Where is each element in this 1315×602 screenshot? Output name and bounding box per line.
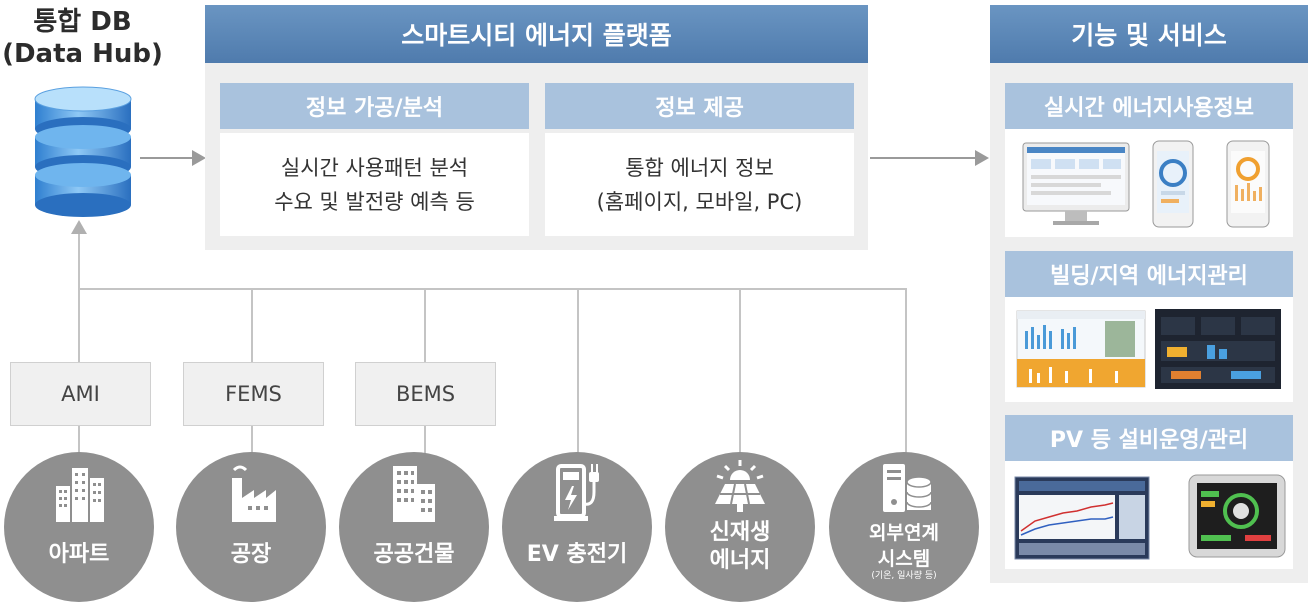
service-realtime-title: 실시간 에너지사용정보 [1005,83,1293,129]
system-fems: FEMS [183,362,324,426]
connector-fems-factory [251,424,253,458]
control-panels-icon [1014,474,1286,560]
provision-title: 정보 제공 [545,83,854,129]
source-label-line1: 외부연계 [869,522,939,544]
service-realtime-image [1005,129,1293,237]
source-apartment: 아파트 [4,452,154,602]
service-pv-title: PV 등 설비운영/관리 [1005,415,1293,461]
connector-horizontal-bus [78,288,907,290]
processing-body: 실시간 사용패턴 분석 수요 및 발전량 예측 등 [220,133,529,236]
apartment-icon [56,468,104,522]
platform-panel: 스마트시티 에너지 플랫폼 정보 가공/분석 실시간 사용패턴 분석 수요 및 … [205,5,868,250]
connector-db-vertical [78,232,80,362]
monitor-and-phones-icon [1022,140,1270,228]
platform-title: 스마트시티 에너지 플랫폼 [205,5,868,63]
source-label: 공공건물 [373,542,455,567]
dashboard-screens-icon [1016,309,1281,389]
server-database-icon [883,464,932,512]
source-label-line2: 에너지 [709,548,771,573]
provision-body: 통합 에너지 정보 (홈페이지, 모바일, PC) [545,133,854,236]
source-label-line2: 시스템 [877,548,931,570]
arrow-head-icon [975,150,989,166]
services-panel: 기능 및 서비스 실시간 에너지사용정보 [990,5,1308,583]
source-public-building: 공공건물 [339,452,489,602]
source-label: EV 충전기 [526,542,628,567]
connector-ami-apt [78,424,80,458]
source-label: 아파트 [48,542,110,567]
source-factory: 공장 [176,452,326,602]
service-building-title: 빌딩/지역 에너지관리 [1005,251,1293,297]
arrow-platform-to-services [870,157,978,159]
system-bems: BEMS [355,362,496,426]
factory-icon [232,465,276,522]
source-ev-charger: EV 충전기 [502,452,652,602]
arrow-head-icon [192,150,206,166]
service-pv-image [1005,461,1293,569]
source-label: 공장 [230,542,272,567]
database-icon [34,86,132,217]
source-note: (기온, 일사량 등) [871,571,937,581]
public-building-icon [393,466,435,522]
connector-bems [424,288,426,362]
solar-panel-icon [715,460,765,512]
ev-charger-icon [554,464,599,521]
services-title: 기능 및 서비스 [990,5,1308,63]
source-label-line1: 신재생 [709,520,771,545]
source-renewable: 신재생 에너지 [665,452,815,602]
source-external-system: 외부연계 시스템 (기온, 일사량 등) [829,452,979,602]
connector-ev [577,288,579,458]
connector-renewable [739,288,741,458]
arrow-up-icon [71,220,87,234]
arrow-db-to-platform [140,157,195,159]
connector-fems [251,288,253,362]
processing-title: 정보 가공/분석 [220,83,529,129]
connector-bems-public [424,424,426,458]
service-building-image [1005,297,1293,402]
system-ami: AMI [10,362,151,426]
connector-external [905,288,907,458]
db-title: 통합 DB (Data Hub) [2,7,163,69]
